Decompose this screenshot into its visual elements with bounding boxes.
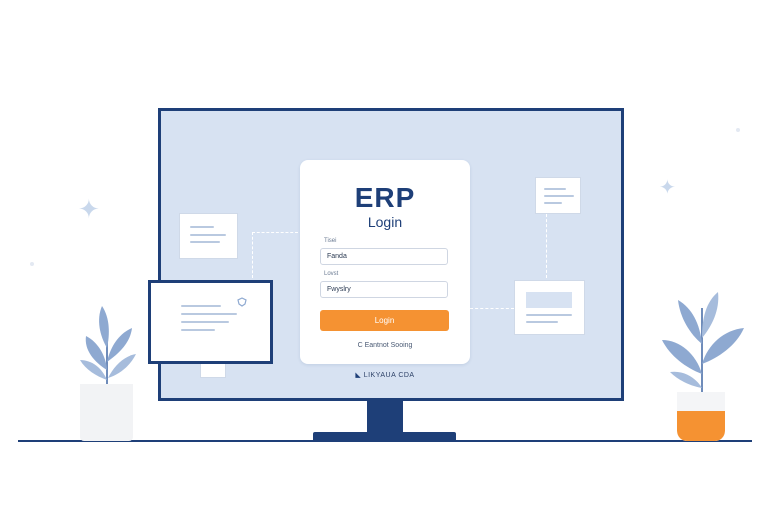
brand-name: LIKYAUA CDA [363,372,415,379]
monitor-stand-base [313,432,456,442]
login-subtitle: Login [367,214,403,230]
plant-pot-right [677,392,725,441]
decor-dot [736,128,740,132]
document-card [179,213,238,259]
pot-fill [677,411,725,441]
document-card [514,280,585,335]
decor-dot [30,262,34,266]
monitor-stand-neck [367,401,403,435]
plant-leaves-left [80,306,136,388]
connector-line [546,214,547,278]
logo-mark-icon: ◣ [355,372,362,379]
connector-line [252,232,253,278]
username-input[interactable]: Fanda [320,248,448,265]
side-panel-stand [200,364,226,378]
password-label: Lovst [324,271,339,277]
side-panel [148,280,273,364]
plant-pot-left [80,384,133,441]
app-title: ERP [354,182,416,213]
floor-line [18,440,752,442]
shield-icon [237,297,247,307]
plant-leaves-right [662,292,744,394]
sparkle-icon: ✦ [78,194,100,224]
sparkle-icon: ✦ [659,177,676,199]
brand-footer: ◣ LIKYAUA CDA [340,371,430,379]
password-input[interactable]: Fwyslry [320,281,448,298]
login-card: ERP Login Tisei Fanda Lovst Fwyslry Logi… [300,160,470,364]
connector-line [470,308,514,309]
login-button[interactable]: Login [320,310,449,331]
connector-line [252,232,298,233]
username-label: Tisei [324,238,337,244]
footer-link[interactable]: C Eantnot Sooing [357,342,413,349]
document-card [535,177,581,214]
